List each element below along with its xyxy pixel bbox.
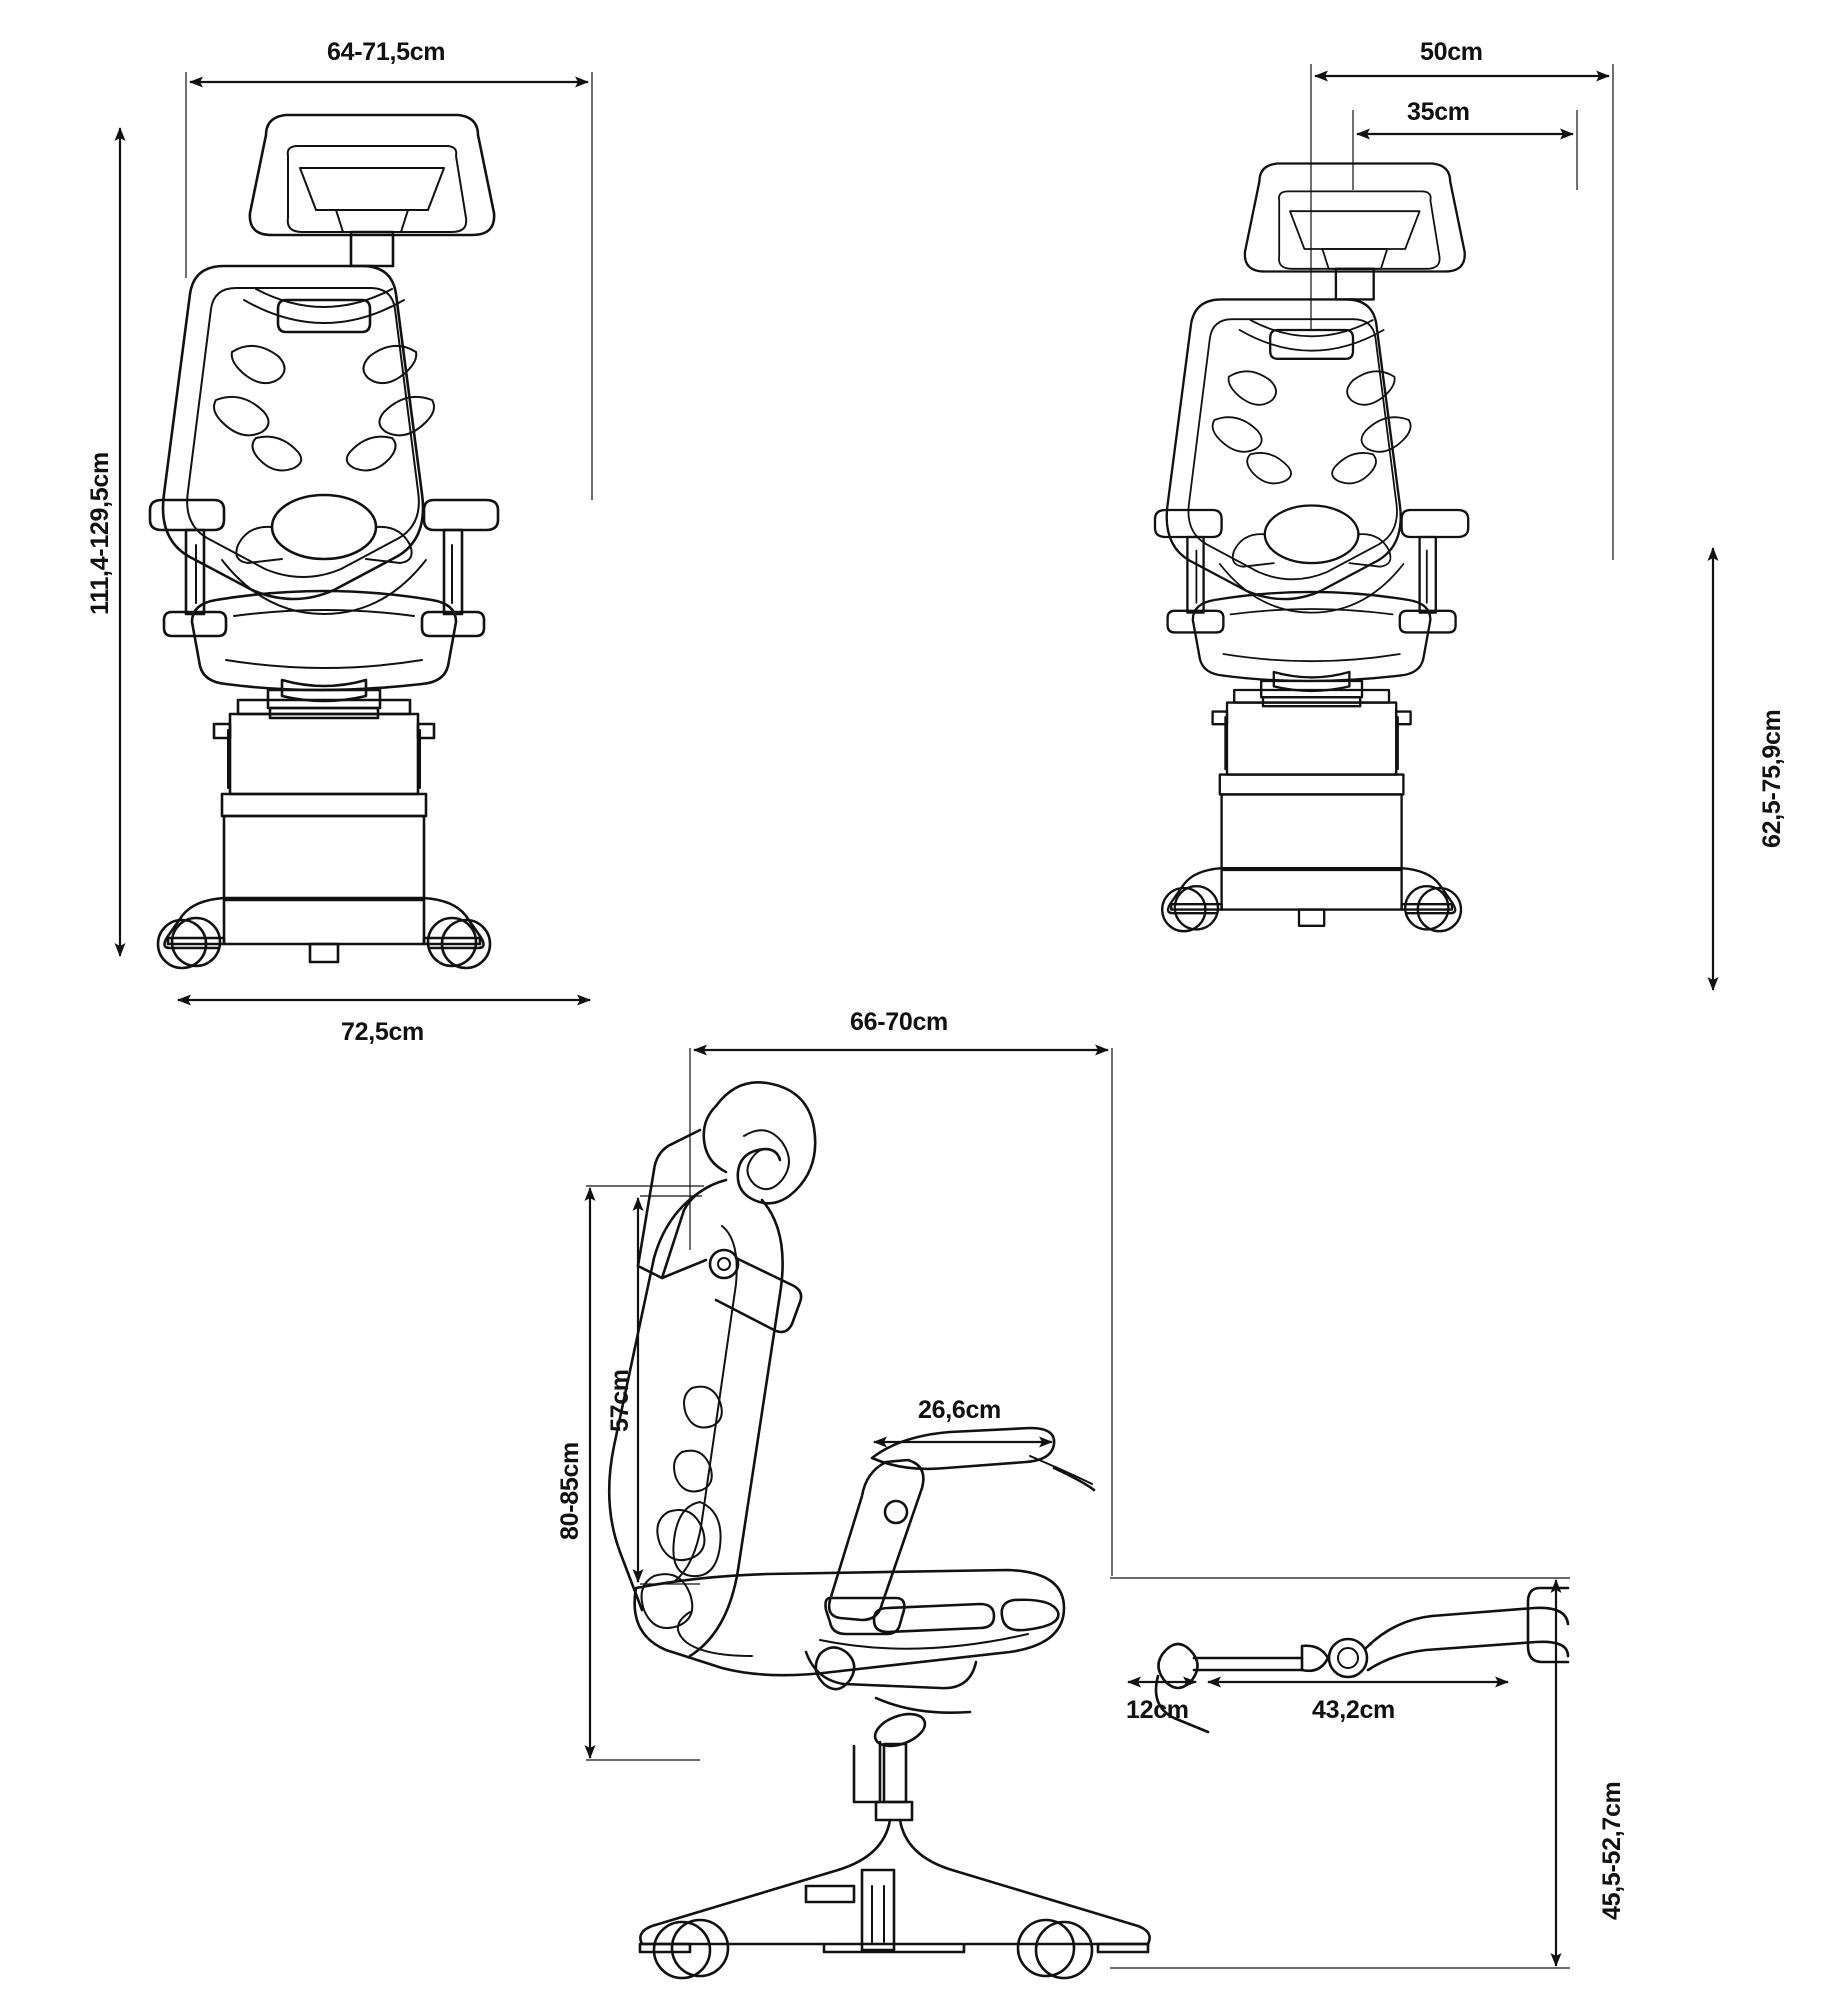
dimension-label-side-total-back-height: 80-85cm xyxy=(556,1442,584,1540)
dimension-label-side-seat-depth: 43,2cm xyxy=(1312,1696,1395,1724)
side-view-chair xyxy=(607,1081,1570,1980)
dimension-label-right-backrest-width: 50cm xyxy=(1420,38,1483,66)
front-tilted-view-dimensions xyxy=(1310,64,1719,991)
front-view-dimensions xyxy=(114,72,593,1006)
dimension-label-right-headrest-width: 35cm xyxy=(1407,98,1470,126)
front-view-chair xyxy=(148,113,500,970)
dimension-label-front-base-width: 72,5cm xyxy=(341,1018,424,1046)
dimension-label-right-seat-back-height: 62,5-75,9cm xyxy=(1758,709,1786,848)
side-view-dimensions xyxy=(584,1044,1570,1969)
dimension-label-side-backrest-height: 57cm xyxy=(606,1369,634,1432)
dimension-label-side-overall-depth: 66-70cm xyxy=(850,1008,948,1036)
dimension-label-front-overall-height: 111,4-129,5cm xyxy=(86,452,114,615)
dimension-label-side-armrest-depth: 26,6cm xyxy=(918,1396,1001,1424)
front-tilted-view-chair xyxy=(1153,162,1470,933)
dimension-label-side-gap: 12cm xyxy=(1126,1696,1189,1724)
dimension-label-side-seat-height: 45,5-52,7cm xyxy=(1598,1781,1626,1920)
dimension-label-front-overall-width: 64-71,5cm xyxy=(327,38,446,66)
